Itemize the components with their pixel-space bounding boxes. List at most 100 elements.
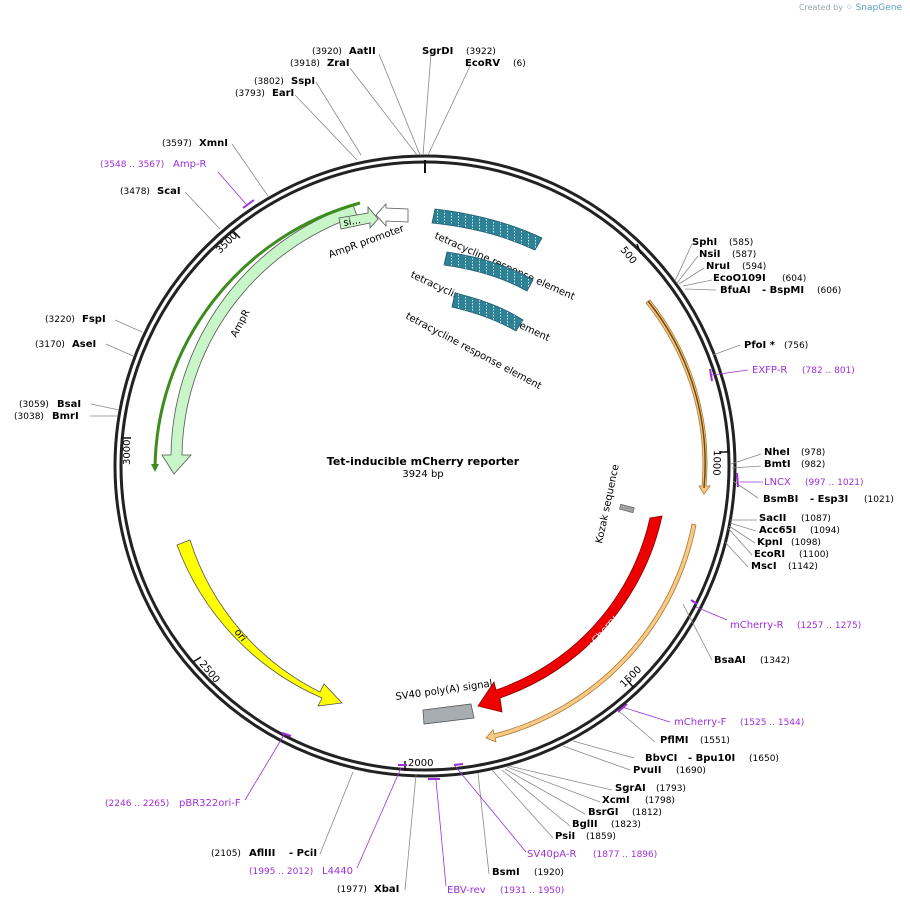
enzyme-xmni[interactable]: XmnI [199,138,228,149]
enzyme-aatii[interactable]: AatII [349,46,376,57]
enzyme-pos-fspi: (3220) [45,315,75,325]
enzyme-pos-bbvci: (1650) [749,754,779,764]
enzyme-xcmi[interactable]: XcmI [602,795,630,806]
primer-sv40pa-r[interactable]: SV40pA-R [527,849,576,860]
ampr-promoter-feature[interactable] [338,205,379,230]
enzyme-bmti[interactable]: BmtI [764,459,791,470]
enzyme-pos-xmni: (3597) [162,139,192,149]
enzyme-pflmi[interactable]: PflMI [660,735,688,746]
enzyme-ecori[interactable]: EcoRI [754,549,785,560]
enzyme-kpni[interactable]: KpnI [757,537,783,548]
enzyme-bspmi[interactable]: - BspMI [762,285,804,296]
primer-mcherry-f[interactable]: mCherry-F [674,717,727,728]
ori-feature[interactable] [176,539,343,707]
mcherry-orf-feature[interactable] [485,523,697,743]
tre-block-3[interactable] [451,292,524,332]
tre-block-2[interactable] [443,251,534,292]
primer-l4440[interactable]: L4440 [322,866,353,877]
tre-block-1[interactable] [431,208,543,251]
enzyme-pos-ecorv: (6) [513,59,526,69]
primer-pos-sv40pa-r: (1877 .. 1896) [593,850,657,860]
enzyme-pos-bsrgi: (1812) [632,808,662,818]
enzyme-pos-sgrai: (1793) [656,784,686,794]
primer-pbr322ori-f[interactable]: pBR322ori-F [179,798,241,809]
enzyme-sgrdi[interactable]: SgrDI [422,46,453,57]
enzyme-bglii[interactable]: BglII [572,819,598,830]
enzyme-pfoi[interactable]: PfoI * [744,340,776,351]
enzyme-sgrai[interactable]: SgrAI [615,783,646,794]
enzyme-zrai[interactable]: ZraI [327,58,350,69]
enzyme-msci[interactable]: MscI [751,561,777,572]
enzyme-pos-pfoi: (756) [784,341,808,351]
primer-exfp-r[interactable]: EXFP-R [752,365,787,376]
sv40-feature[interactable] [422,703,475,725]
enzyme-bsaai[interactable]: BsaAI [714,655,746,666]
enzyme-pos-msci: (1142) [788,562,818,572]
enzyme-bbvci[interactable]: BbvCI [645,753,677,764]
enzyme-pos-sspi: (3802) [254,77,284,87]
enzyme-bsai[interactable]: BsaI [57,399,81,410]
enzyme-bfuai[interactable]: BfuAI [720,285,751,296]
enzyme-pos-ecoo109i: (604) [782,274,806,284]
enzyme-bsmi[interactable]: BsmI [492,867,520,878]
enzyme-pos-xbai: (1977) [337,885,367,895]
enzyme-nhei[interactable]: NheI [764,447,790,458]
enzyme-pos-bsmbi: (1021) [864,495,894,505]
enzyme-sspi[interactable]: SspI [291,76,315,87]
plasmid-name: Tet-inducible mCherry reporter [327,455,520,468]
enzyme-bsmbi[interactable]: BsmBI [763,494,798,505]
white-arrow-feature[interactable] [375,202,409,228]
exfp-orf-line [647,300,706,489]
enzyme-sphi[interactable]: SphI [692,237,717,248]
enzyme-esp3i[interactable]: - Esp3I [810,494,848,505]
enzyme-bpu10i[interactable]: - Bpu10I [688,753,735,764]
enzyme-pos-asei: (3170) [35,340,65,350]
enzyme-pvuii[interactable]: PvuII [633,765,661,776]
snapgene-credit: Created by ⁘ SnapGene [799,3,902,13]
enzyme-psii[interactable]: PsiI [555,831,575,842]
primer-pos-mcherry-r: (1257 .. 1275) [797,621,861,631]
tick-1000: 1000 [710,450,722,476]
tick-1500: 1500 [618,664,644,690]
primer-lncx[interactable]: LNCX [764,477,791,488]
ampr-feature[interactable] [161,204,358,475]
enzyme-bmri[interactable]: BmrI [52,411,79,422]
primer-mcherry-r[interactable]: mCherry-R [730,620,784,631]
enzyme-pos-eari: (3793) [235,89,265,99]
enzyme-xbai[interactable]: XbaI [374,884,399,895]
enzyme-ecorv[interactable]: EcoRV [465,58,500,69]
ampr-orf-tip [151,464,159,472]
enzyme-nsii[interactable]: NsiI [699,249,720,260]
enzyme-pos-afliii: (2105) [211,849,241,859]
enzyme-pos-nhei: (978) [801,448,825,458]
tick-3000: 3000 [122,440,133,465]
enzyme-pos-sacii: (1087) [801,514,831,524]
enzyme-pos-pflmi: (1551) [700,736,730,746]
enzyme-pos-bsmi: (1920) [534,868,564,878]
enzyme-asei[interactable]: AseI [72,339,96,350]
primer-leaders [217,171,763,887]
enzyme-sacii[interactable]: SacII [759,513,786,524]
primer-ebv-rev[interactable]: EBV-rev [447,885,486,896]
kozak-feature[interactable] [619,503,635,514]
enzyme-pos-nrui: (594) [742,262,766,272]
enzyme-pos-bglii: (1823) [611,820,641,830]
enzyme-afliii[interactable]: AflIII [249,848,275,859]
kozak-label: Kozak sequence [594,463,622,544]
plasmid-size: 3924 bp [402,469,443,480]
exfp-feature[interactable] [645,299,711,495]
enzyme-eari[interactable]: EarI [272,88,294,99]
enzyme-scai[interactable]: ScaI [157,186,181,197]
primer-pos-mcherry-f: (1525 .. 1544) [740,718,804,728]
primer-amp-r[interactable]: Amp-R [173,159,207,170]
enzyme-nrui[interactable]: NruI [706,261,730,272]
tick-2000: 2000 [408,758,433,769]
enzyme-ecoo109i[interactable]: EcoO109I [713,273,766,284]
ampr-promoter-label: AmpR promoter [327,223,406,261]
enzyme-acc65i[interactable]: Acc65I [759,525,796,536]
enzyme-pcii[interactable]: - PciI [289,848,317,859]
enzyme-bsrgi[interactable]: BsrGI [588,807,618,818]
enzyme-fspi[interactable]: FspI [82,314,106,325]
enzyme-pos-bfuai: (606) [817,286,841,296]
mcherry-feature[interactable] [477,515,663,713]
